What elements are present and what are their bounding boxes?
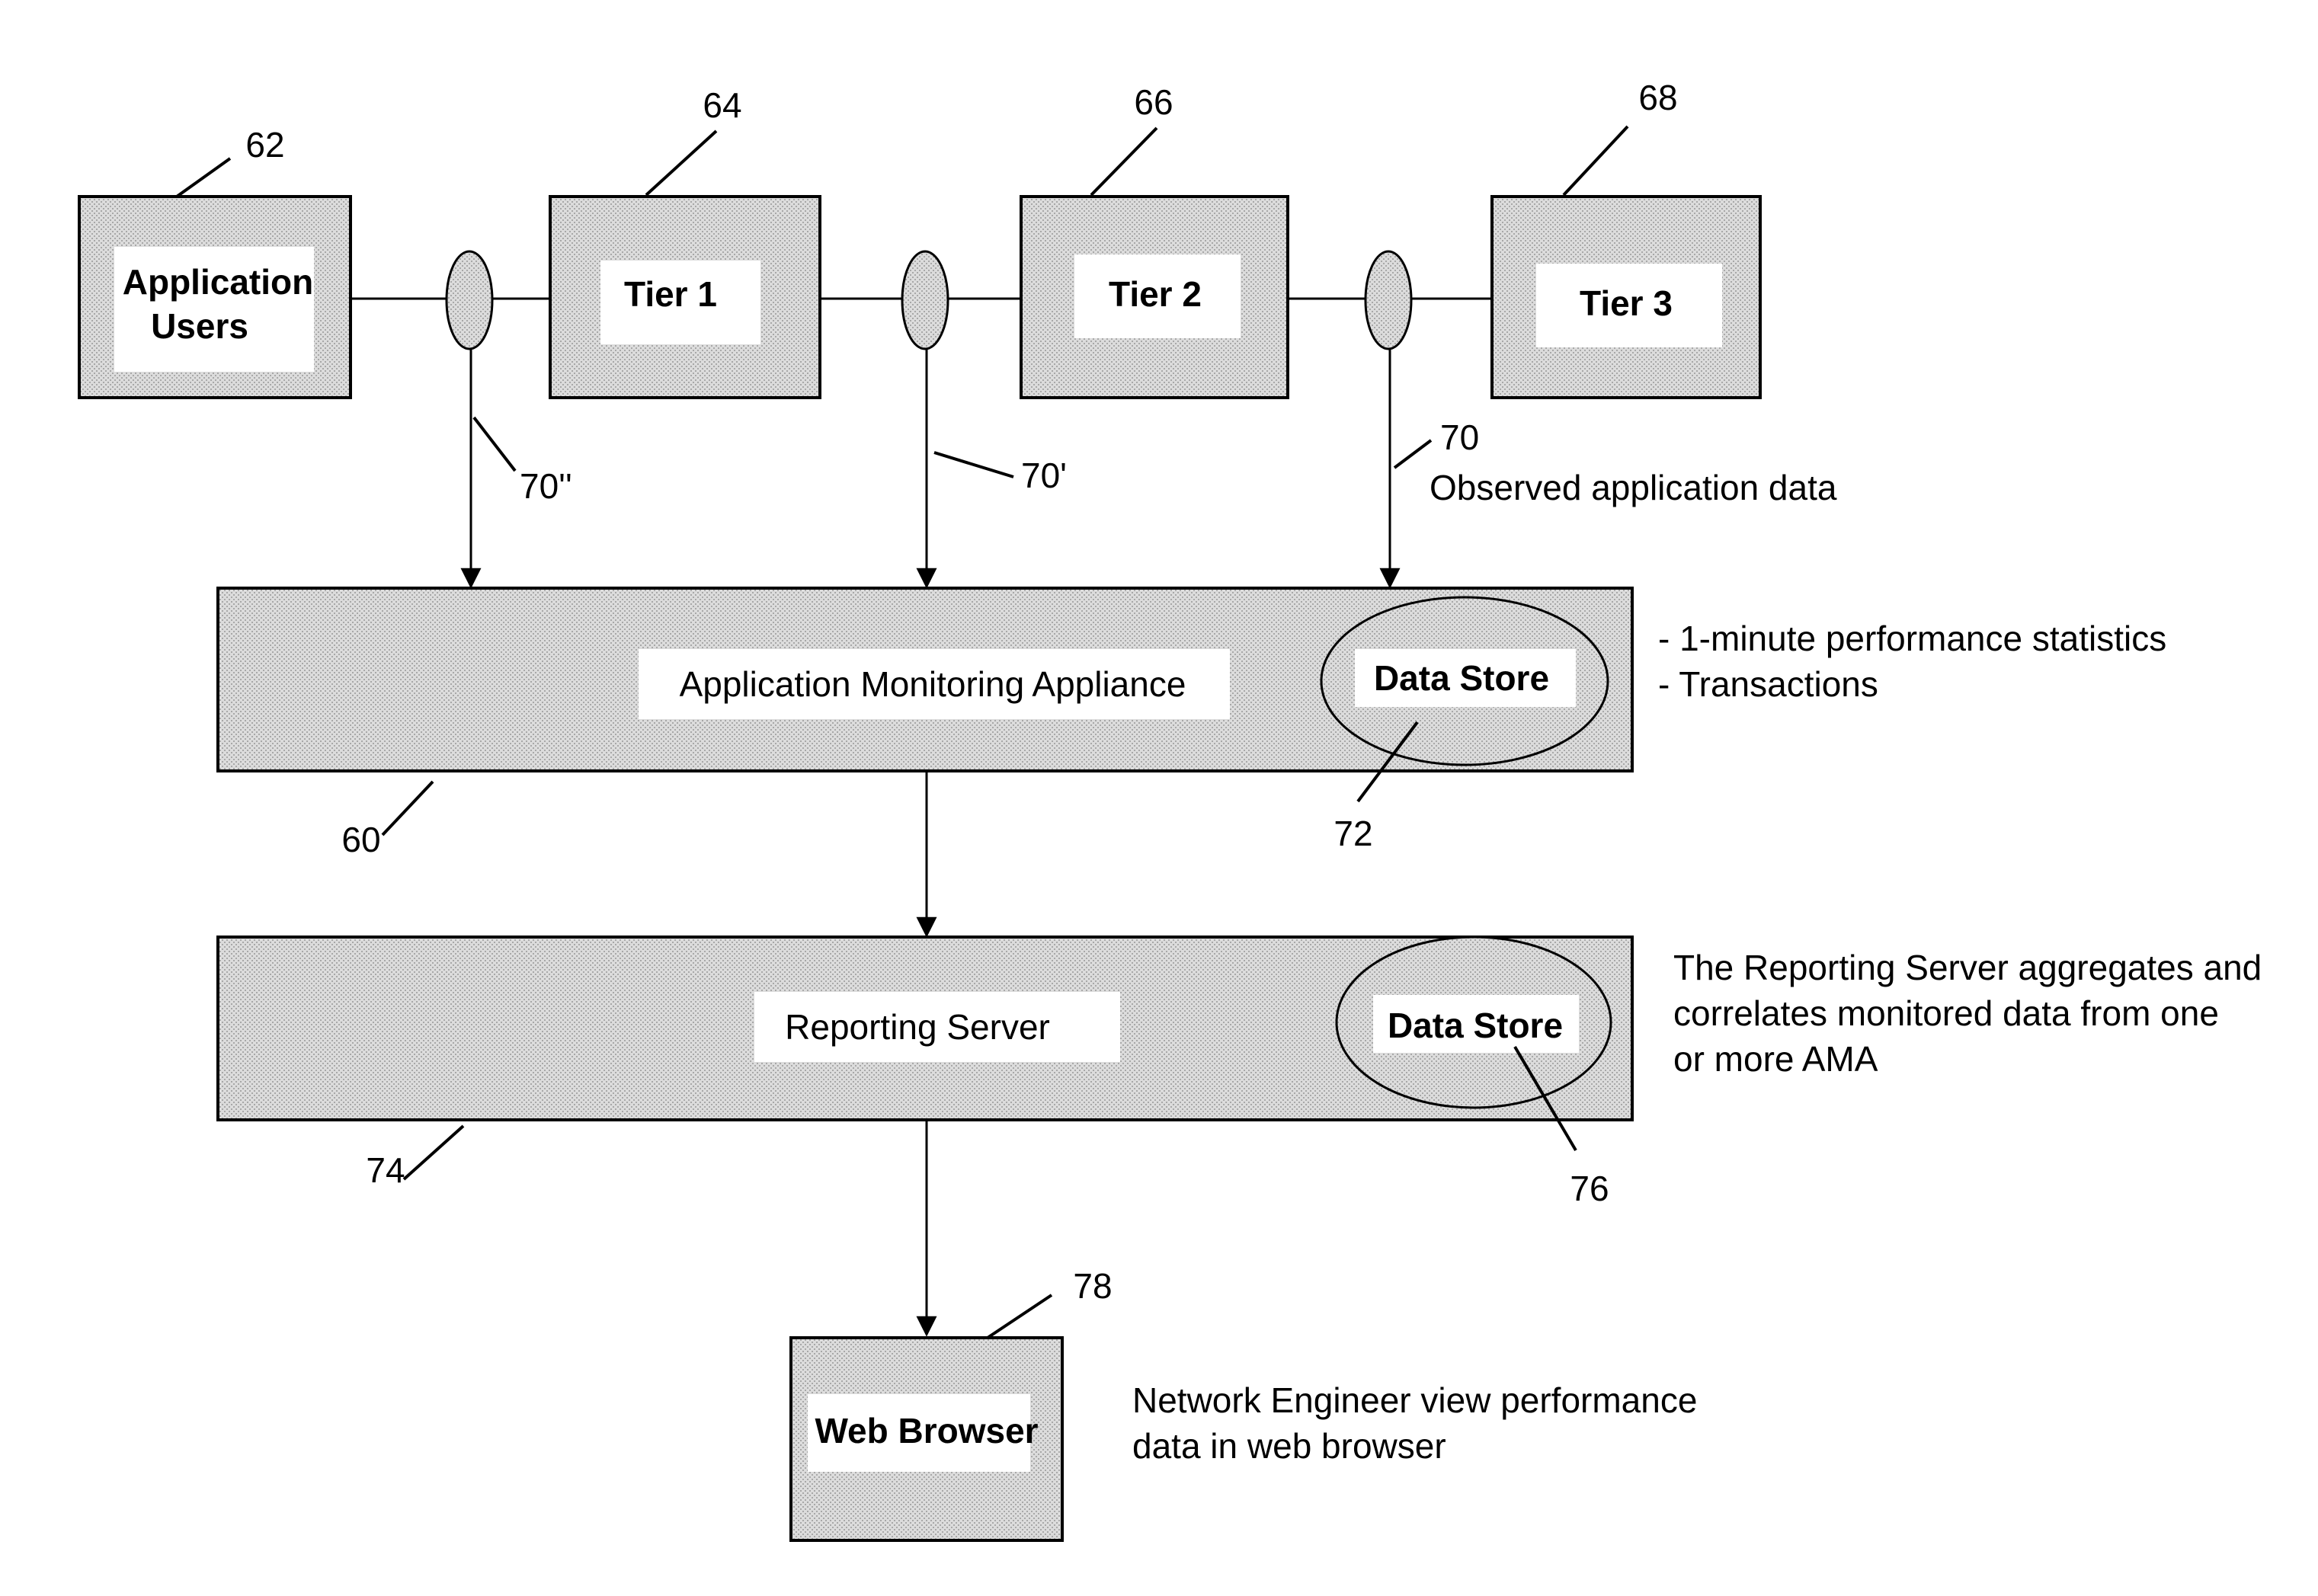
web-browser-label: Web Browser <box>815 1411 1038 1450</box>
ref-72: 72 <box>1333 814 1372 853</box>
tap-70 <box>1366 251 1411 349</box>
ref-70-prime: 70' <box>1021 456 1067 495</box>
browser-note-line1: Network Engineer view performance <box>1132 1380 1697 1420</box>
ref-68: 68 <box>1638 78 1677 117</box>
tier1-box: Tier 1 <box>550 197 820 398</box>
ref-76: 76 <box>1570 1169 1609 1208</box>
tier2-box: Tier 2 <box>1021 197 1288 398</box>
ama-note-line2: - Transactions <box>1658 664 1878 704</box>
ref-66: 66 <box>1134 82 1173 122</box>
leader-70-prime <box>934 453 1013 477</box>
ref-70-double-prime: 70'' <box>520 466 572 506</box>
tap-70-prime <box>902 251 948 349</box>
leader-64 <box>646 131 716 195</box>
reporting-note-line3: or more AMA <box>1673 1039 1878 1079</box>
ama-data-store-label: Data Store <box>1374 658 1549 698</box>
ama-label: Application Monitoring Appliance <box>680 664 1186 704</box>
leader-66 <box>1091 128 1157 195</box>
application-users-label-line1: Application <box>123 262 313 302</box>
ref-64: 64 <box>703 85 741 125</box>
tier2-label: Tier 2 <box>1109 274 1202 314</box>
application-users-box: Application Users <box>79 197 351 398</box>
leader-70 <box>1394 440 1431 468</box>
reporting-data-store-label: Data Store <box>1388 1006 1563 1045</box>
application-users-label-line2: Users <box>151 306 248 346</box>
leader-62 <box>177 158 230 197</box>
leader-74 <box>404 1126 463 1179</box>
ref-70: 70 <box>1440 417 1479 457</box>
tier3-label: Tier 3 <box>1580 283 1673 323</box>
reporting-note-line1: The Reporting Server aggregates and <box>1673 948 2262 987</box>
ama-note-line1: - 1-minute performance statistics <box>1658 619 2166 658</box>
tap-70-double-prime <box>447 251 492 349</box>
leader-78 <box>988 1295 1052 1338</box>
reporting-note-line2: correlates monitored data from one <box>1673 993 2219 1033</box>
observed-application-data-note: Observed application data <box>1430 468 1837 507</box>
web-browser-box: Web Browser <box>791 1338 1062 1540</box>
leader-60 <box>383 782 433 835</box>
ref-60: 60 <box>341 820 380 859</box>
leader-68 <box>1564 126 1628 195</box>
browser-note-line2: data in web browser <box>1132 1426 1446 1466</box>
reporting-server-box: Reporting Server Data Store <box>218 937 1632 1120</box>
reporting-server-label: Reporting Server <box>785 1007 1050 1047</box>
application-monitoring-appliance-box: Application Monitoring Appliance Data St… <box>218 588 1632 771</box>
tier3-box: Tier 3 <box>1492 197 1760 398</box>
ref-78: 78 <box>1073 1266 1112 1306</box>
leader-70-double-prime <box>474 417 515 471</box>
ref-74: 74 <box>366 1150 405 1190</box>
tier1-label: Tier 1 <box>624 274 717 314</box>
ref-62: 62 <box>245 125 284 165</box>
